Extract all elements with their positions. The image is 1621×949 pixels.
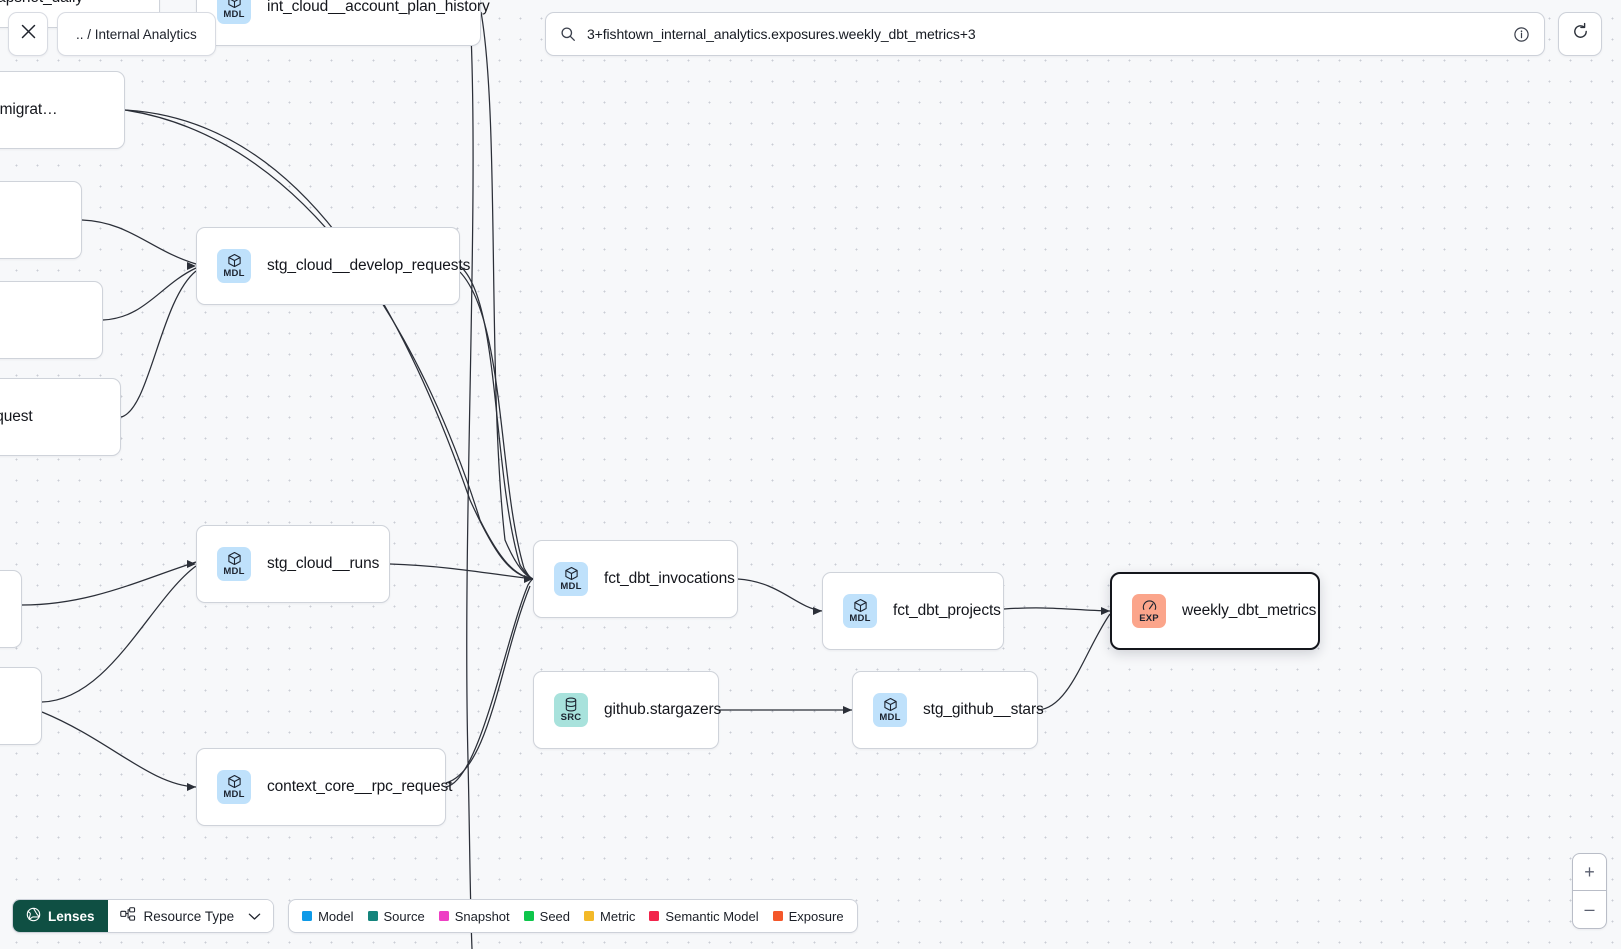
graph-node-label: _develop_request — [0, 408, 33, 425]
legend-item[interactable]: Seed — [523, 908, 571, 924]
lenses-label: Lenses — [48, 908, 95, 924]
legend-label: Exposure — [788, 908, 844, 924]
graph-node-label: context_core__rpc_request — [267, 778, 453, 795]
badge-label: MDL — [560, 581, 582, 592]
graph-node[interactable]: MDL stg_cloud__develop_requests — [196, 227, 470, 305]
legend-swatch — [584, 911, 595, 921]
badge-label: MDL — [223, 566, 245, 577]
legend-label: Model — [318, 908, 354, 924]
graph-node[interactable]: MDL fct_dbt_invocations — [533, 540, 738, 618]
graph-node[interactable]: multicell_migrat… — [0, 71, 125, 149]
chevron-down-icon — [248, 912, 261, 921]
bottom-toolbar: Lenses Resource Type — [12, 899, 858, 933]
resource-type-icon — [119, 907, 136, 925]
close-icon — [20, 23, 37, 45]
refresh-button[interactable] — [1558, 12, 1602, 56]
legend-swatch — [772, 911, 783, 921]
legend-label: Semantic Model — [665, 908, 759, 924]
badge-label: MDL — [223, 268, 245, 279]
legend-item[interactable]: Model — [302, 908, 354, 924]
mdl-badge-icon: MDL — [217, 770, 251, 804]
legend-swatch — [438, 911, 449, 921]
legend-label: Seed — [539, 908, 571, 924]
resource-type-dropdown[interactable]: Resource Type — [107, 900, 274, 932]
badge-label: MDL — [223, 9, 245, 20]
breadcrumb-label: .. / Internal Analytics — [76, 26, 197, 42]
graph-node-label: github.stargazers — [604, 701, 722, 718]
graph-node[interactable]: MDL stg_cloud__runs — [196, 525, 390, 603]
badge-label: MDL — [223, 789, 245, 800]
info-icon[interactable] — [1513, 26, 1530, 43]
mdl-badge-icon: MDL — [217, 249, 251, 283]
legend-swatch — [302, 911, 313, 921]
graph-node-label: weekly_dbt_metrics — [1182, 602, 1317, 619]
graph-node[interactable]: SRC github.stargazers — [533, 671, 722, 749]
graph-node-label: multicell_migrat… — [0, 101, 58, 118]
graph-node-label: fct_dbt_invocations — [604, 570, 735, 587]
zoom-in-button[interactable]: + — [1573, 854, 1606, 891]
graph-node[interactable]: .run — [0, 667, 42, 745]
mdl-badge-icon: MDL — [217, 0, 251, 24]
legend-label: Metric — [600, 908, 636, 924]
graph-node[interactable]: op_request — [0, 181, 82, 259]
legend-item[interactable]: Snapshot — [438, 908, 510, 924]
lens-control-group: Lenses Resource Type — [12, 899, 275, 933]
legend-item[interactable]: Exposure — [772, 908, 844, 924]
legend-item[interactable]: Source — [367, 908, 425, 924]
graph-node[interactable]: MDL fct_dbt_projects — [822, 572, 1004, 650]
search-icon — [560, 26, 576, 42]
breadcrumb[interactable]: .. / Internal Analytics — [57, 12, 216, 56]
search-field[interactable] — [545, 12, 1545, 56]
badge-label: MDL — [849, 613, 871, 624]
legend-swatch — [649, 911, 660, 921]
graph-node-label: fct_dbt_projects — [893, 602, 1001, 619]
top-toolbar: .. / Internal Analytics — [0, 12, 1621, 58]
graph-node[interactable]: _develop_request — [0, 378, 121, 456]
exp-badge-icon: EXP — [1132, 594, 1166, 628]
graph-node[interactable]: MDL stg_github__stars — [852, 671, 1044, 749]
badge-label: MDL — [879, 712, 901, 723]
graph-node[interactable]: n — [0, 570, 22, 648]
graph-node-label: stg_cloud__runs — [267, 555, 380, 572]
graph-node[interactable]: MDL int_cloud__account_plan_history — [196, 0, 490, 46]
lens-aperture-icon — [26, 907, 41, 925]
graph-node-label: snapshot_daily — [0, 0, 83, 7]
zoom-controls: + – — [1572, 853, 1607, 929]
mdl-badge-icon: MDL — [843, 594, 877, 628]
badge-label: SRC — [560, 712, 582, 723]
badge-label: EXP — [1139, 612, 1159, 624]
legend-swatch — [367, 911, 378, 921]
src-badge-icon: SRC — [554, 693, 588, 727]
search-input[interactable] — [587, 26, 1503, 42]
mdl-badge-icon: MDL — [554, 562, 588, 596]
resource-type-legend: Model Source Snapshot Seed Metric Semantic Mo… — [288, 899, 858, 933]
resource-type-label: Resource Type — [143, 908, 235, 924]
graph-node[interactable]: velop_request — [0, 281, 103, 359]
legend-label: Source — [383, 908, 425, 924]
graph-node-label: stg_cloud__develop_requests — [267, 257, 471, 274]
close-button[interactable] — [8, 12, 48, 56]
mdl-badge-icon: MDL — [873, 693, 907, 727]
mdl-badge-icon: MDL — [217, 547, 251, 581]
zoom-out-button[interactable]: – — [1584, 899, 1595, 919]
graph-node[interactable]: EXP weekly_dbt_metrics — [1110, 572, 1320, 650]
refresh-icon — [1571, 22, 1590, 46]
legend-swatch — [523, 911, 534, 921]
graph-node-label: stg_github__stars — [923, 701, 1044, 718]
legend-label: Snapshot — [454, 908, 510, 924]
legend-item[interactable]: Metric — [584, 909, 635, 924]
lenses-button[interactable]: Lenses — [13, 900, 108, 932]
graph-node[interactable]: MDL context_core__rpc_request — [196, 748, 452, 826]
legend-item[interactable]: Semantic Model — [649, 908, 759, 924]
graph-node-label: int_cloud__account_plan_history — [267, 0, 490, 15]
